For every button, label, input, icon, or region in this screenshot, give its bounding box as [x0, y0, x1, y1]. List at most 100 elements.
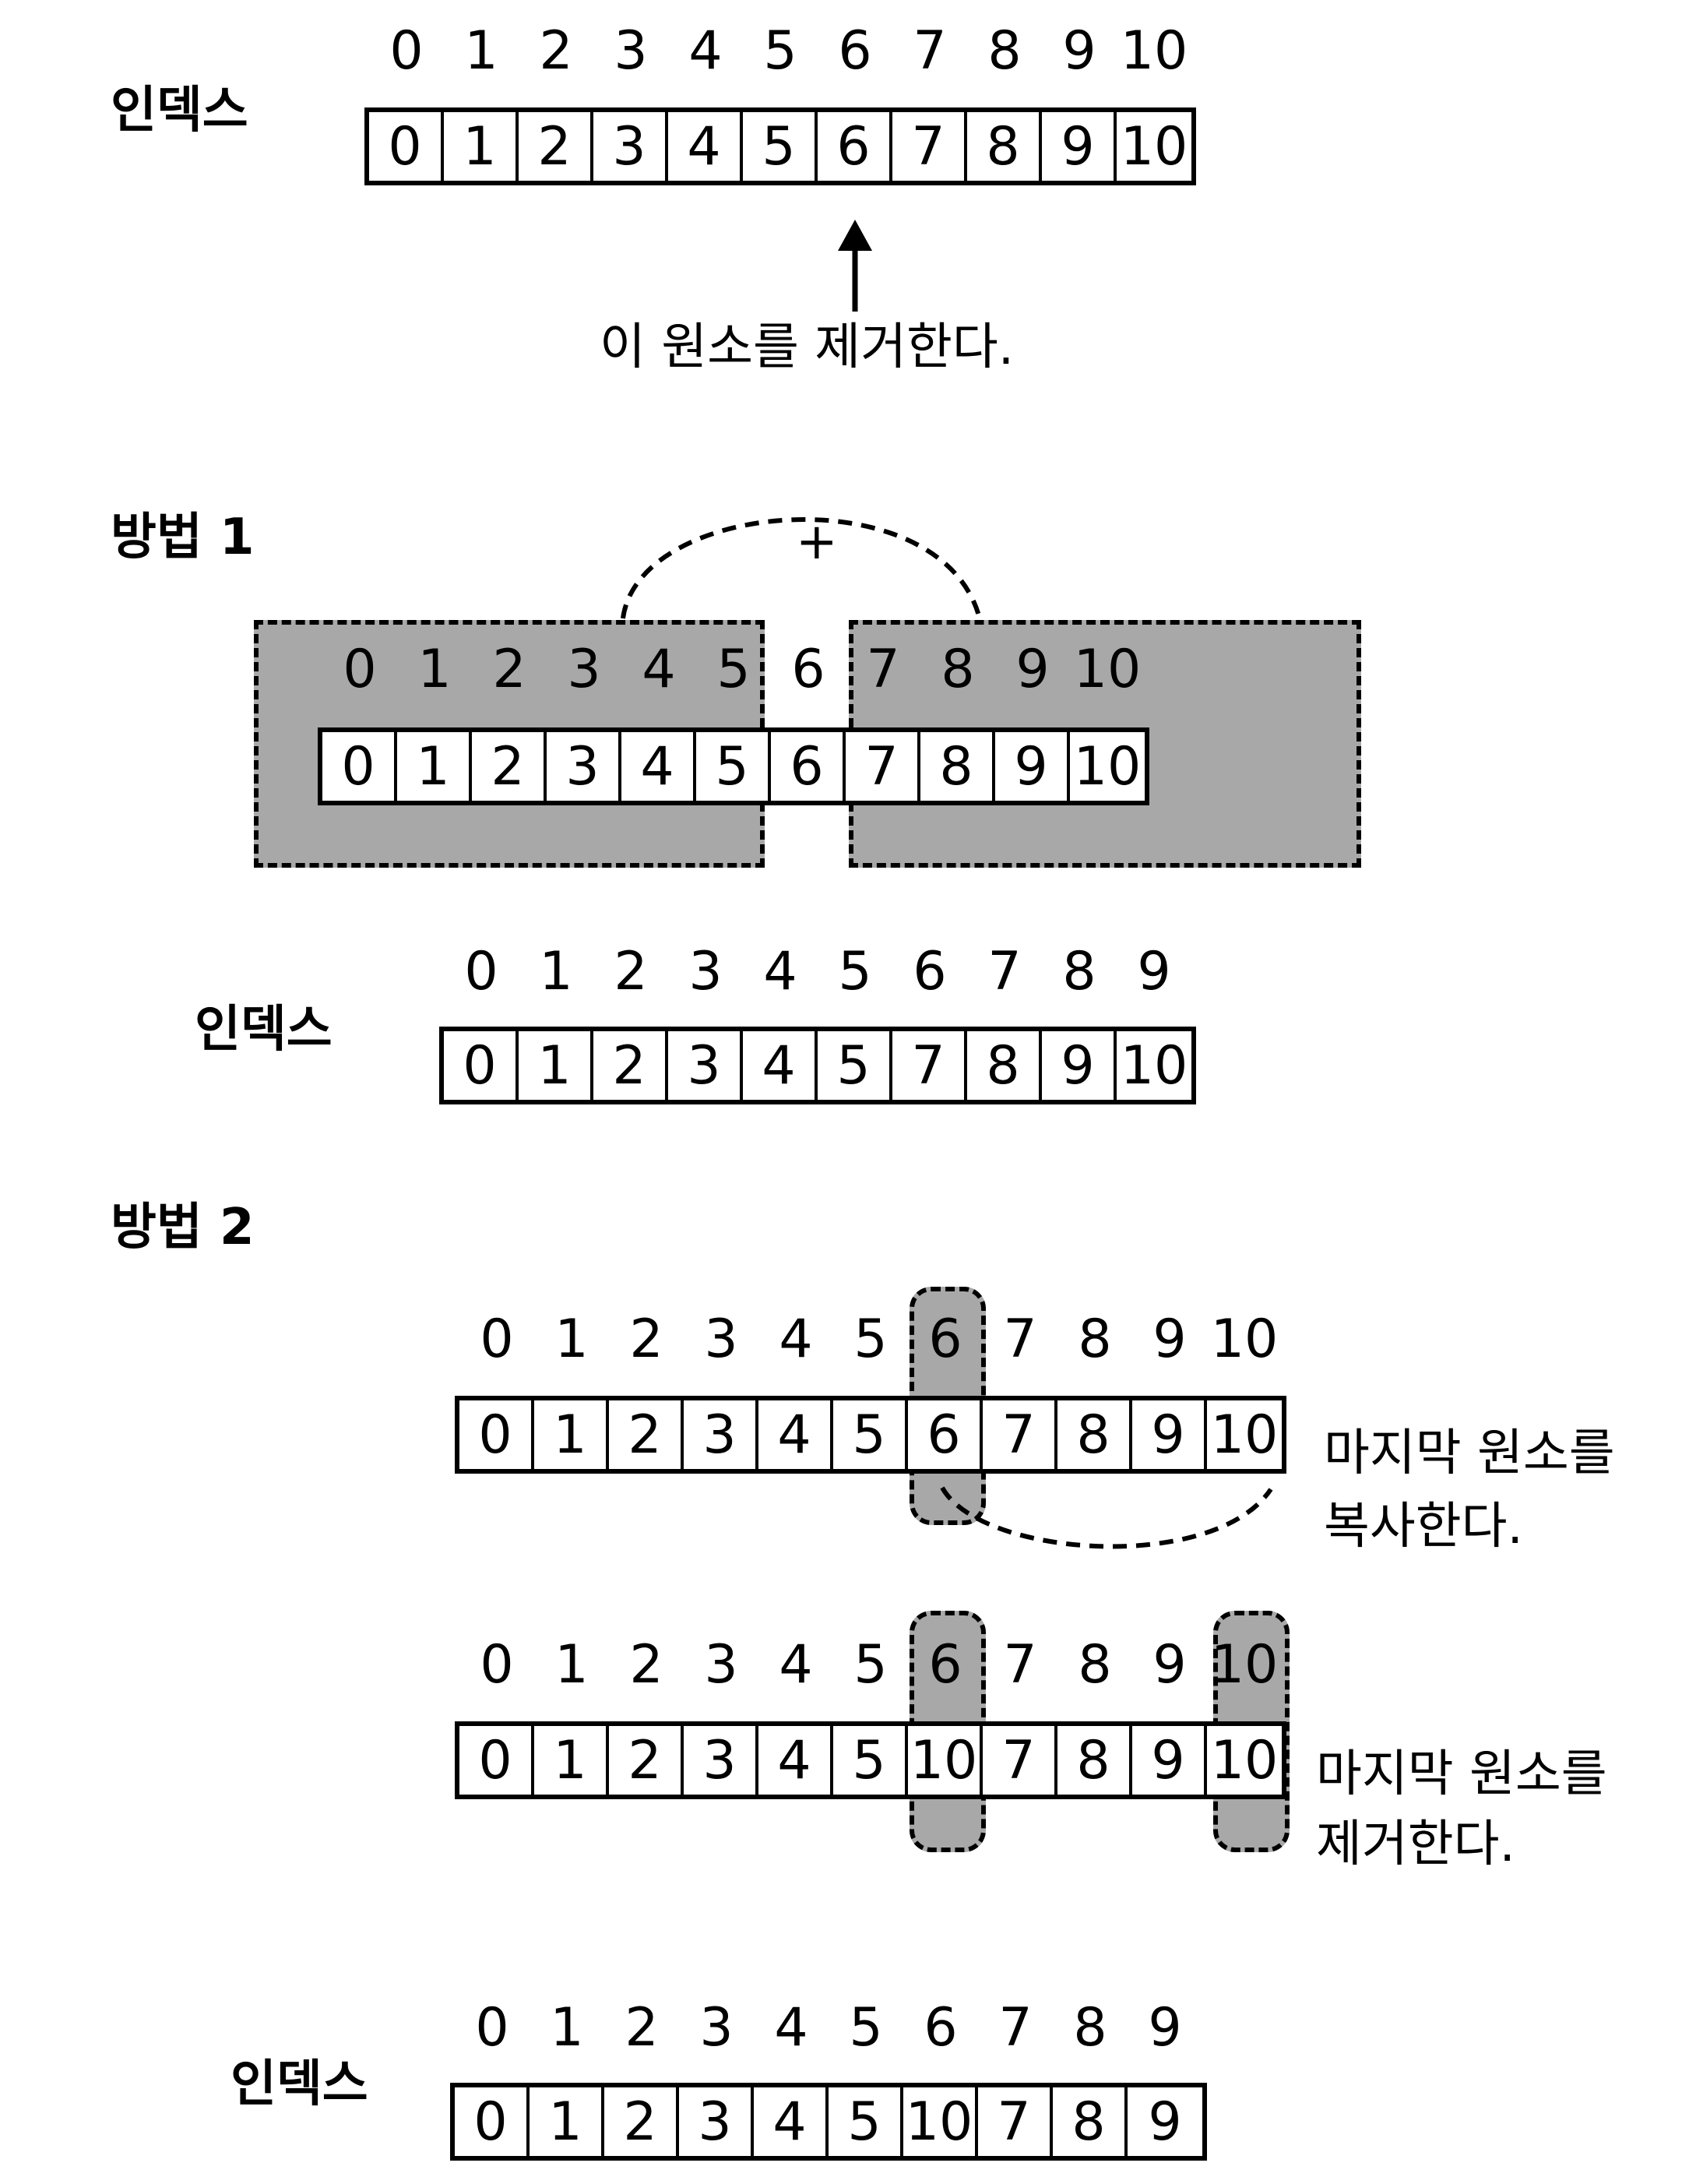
- index-number: 3: [614, 20, 648, 82]
- index-number: 8: [941, 639, 975, 700]
- index-number: 9: [1015, 639, 1050, 700]
- array-cell: 0: [444, 1031, 519, 1100]
- array-cell: 10: [1210, 1404, 1279, 1466]
- array-cell: 2: [609, 1726, 684, 1795]
- array-cell: 1: [534, 1400, 609, 1469]
- index-number: 9: [1062, 20, 1096, 82]
- array-cell: 0: [459, 1400, 534, 1469]
- array-cell: 9: [1132, 1400, 1207, 1469]
- array-cell: 7: [892, 112, 967, 181]
- array-cell: 10: [1210, 1729, 1279, 1791]
- array-cell: 1: [444, 112, 519, 181]
- index-number: 8: [1073, 1997, 1107, 2059]
- array-cell: 0: [369, 112, 444, 181]
- array-cell: 10: [1120, 1034, 1188, 1097]
- method1-title: 방법 1: [111, 509, 255, 566]
- index-number: 7: [913, 20, 947, 82]
- index-number: 10: [1120, 20, 1188, 82]
- index-number: 5: [849, 1997, 883, 2059]
- index-number: 4: [779, 1634, 813, 1696]
- array-cell: 10: [908, 1726, 983, 1795]
- array-cell: 8: [967, 112, 1042, 181]
- copy-last-note-line2: 복사한다.: [1324, 1498, 1523, 1555]
- array-cell: 10: [1120, 115, 1188, 178]
- index-number: 5: [716, 639, 751, 700]
- array-cell: 5: [818, 1031, 892, 1100]
- array-cell: 8: [967, 1031, 1042, 1100]
- index-number: 1: [464, 20, 498, 82]
- index-number: 8: [1062, 941, 1096, 1002]
- index-number: 2: [614, 941, 648, 1002]
- array-cell: 5: [833, 1400, 908, 1469]
- array-cell: 4: [621, 732, 696, 801]
- array-cell: 0: [455, 2087, 530, 2156]
- array-cell: 2: [604, 2087, 679, 2156]
- index-number: 7: [987, 941, 1022, 1002]
- plus-sign: +: [796, 513, 838, 571]
- index-number: 0: [480, 1634, 514, 1696]
- index-number: 5: [853, 1309, 888, 1370]
- array-cell: 8: [1053, 2087, 1128, 2156]
- array-cell: 2: [593, 1031, 668, 1100]
- array-cell: 7: [978, 2087, 1053, 2156]
- array-cell: 2: [519, 112, 593, 181]
- index-number: 2: [625, 1997, 659, 2059]
- array-cell: 7: [892, 1031, 967, 1100]
- array-cell: 8: [920, 732, 995, 801]
- array-cell: 7: [983, 1400, 1057, 1469]
- array-cell: 5: [743, 112, 818, 181]
- index-number: 7: [1003, 1634, 1037, 1696]
- index-number: 7: [998, 1997, 1033, 2059]
- index-number: 0: [464, 941, 498, 1002]
- index-number: 8: [1078, 1634, 1112, 1696]
- index-number: 0: [343, 639, 377, 700]
- array-cell: 4: [758, 1400, 833, 1469]
- array-cell: 3: [547, 732, 621, 801]
- array-cell: 1: [397, 732, 472, 801]
- index-number: 2: [492, 639, 526, 700]
- array-cell: 5: [696, 732, 771, 801]
- index-number: 3: [688, 941, 723, 1002]
- array-cell: 1: [519, 1031, 593, 1100]
- index-number: 2: [629, 1634, 663, 1696]
- array-cell: 9: [1132, 1726, 1207, 1795]
- index-number: 10: [1210, 1634, 1279, 1696]
- array-cell: 0: [322, 732, 397, 801]
- array-cell: 10: [903, 2087, 978, 2156]
- index-number: 1: [417, 639, 452, 700]
- index-number: 7: [866, 639, 900, 700]
- index-number: 1: [554, 1634, 589, 1696]
- index-number: 6: [924, 1997, 958, 2059]
- index-number: 3: [699, 1997, 734, 2059]
- array-cell: 7: [846, 732, 920, 801]
- array-cell: 9: [995, 732, 1070, 801]
- index-number: 3: [704, 1309, 738, 1370]
- array-cell: 8: [1057, 1400, 1132, 1469]
- index-number: 4: [688, 20, 723, 82]
- array-cell: 4: [743, 1031, 818, 1100]
- method2-title: 방법 2: [111, 1199, 255, 1256]
- index-number: 7: [1003, 1309, 1037, 1370]
- index-number: 3: [704, 1634, 738, 1696]
- array-cell: 5: [829, 2087, 903, 2156]
- array-cell: 1: [530, 2087, 604, 2156]
- index-number: 0: [389, 20, 424, 82]
- array-cell: 8: [1057, 1726, 1132, 1795]
- array-cell: 10: [1073, 735, 1142, 798]
- index-number: 9: [1152, 1309, 1187, 1370]
- copy-last-note-line1: 마지막 원소를: [1324, 1425, 1615, 1482]
- index-number: 8: [987, 20, 1022, 82]
- array-cell: 9: [1148, 2091, 1182, 2153]
- index-label-method2-result: 인덱스: [230, 2055, 368, 2113]
- index-number: 2: [539, 20, 573, 82]
- index-number: 6: [791, 639, 825, 700]
- array-cell: 6: [771, 732, 846, 801]
- array-cell: 3: [593, 112, 668, 181]
